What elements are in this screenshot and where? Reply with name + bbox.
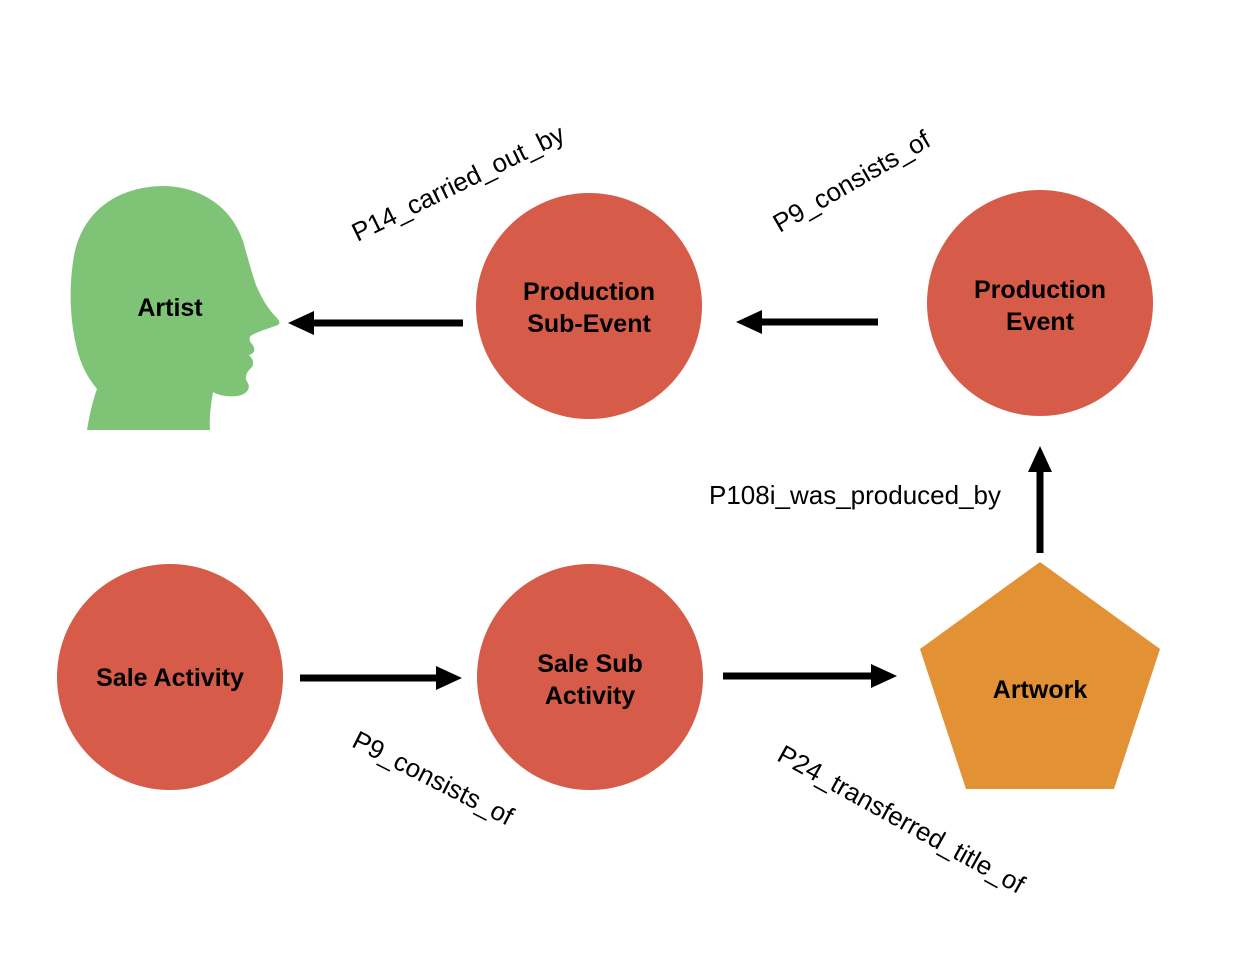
edge-p24-arrowhead-icon [871,664,897,688]
sale-activity-label: Sale Activity [96,664,244,692]
sale-sub-activity-label-line2: Activity [545,682,635,710]
sale-activity-node [57,564,283,790]
artist-label: Artist [137,294,203,322]
edge-p9-sale-arrowhead-icon [436,666,462,690]
production-sub-event-label-line1: Production [523,278,655,306]
production-sub-event-label-line2: Sub-Event [527,310,651,338]
edge-p14-arrowhead-icon [288,311,314,335]
artwork-node [920,562,1160,789]
sale-sub-activity-label-line1: Sale Sub [537,650,643,678]
artist-head-silhouette [70,186,280,430]
sale-sub-activity-node [477,564,703,790]
edge-p9-production-arrowhead-icon [736,310,762,334]
production-sub-event-node [476,193,702,419]
production-event-node [927,190,1153,416]
edge-p108i-arrowhead-icon [1028,446,1052,472]
production-event-label-line1: Production [974,276,1106,304]
production-event-label-line2: Event [1006,308,1075,336]
edge-label-p9-consists-of-sale: P9_consists_of [348,725,519,832]
edge-label-p9-consists-of-production: P9_consists_of [768,124,936,239]
edge-label-p108i-was-produced-by: P108i_was_produced_by [709,480,1001,510]
artwork-label: Artwork [993,676,1088,704]
